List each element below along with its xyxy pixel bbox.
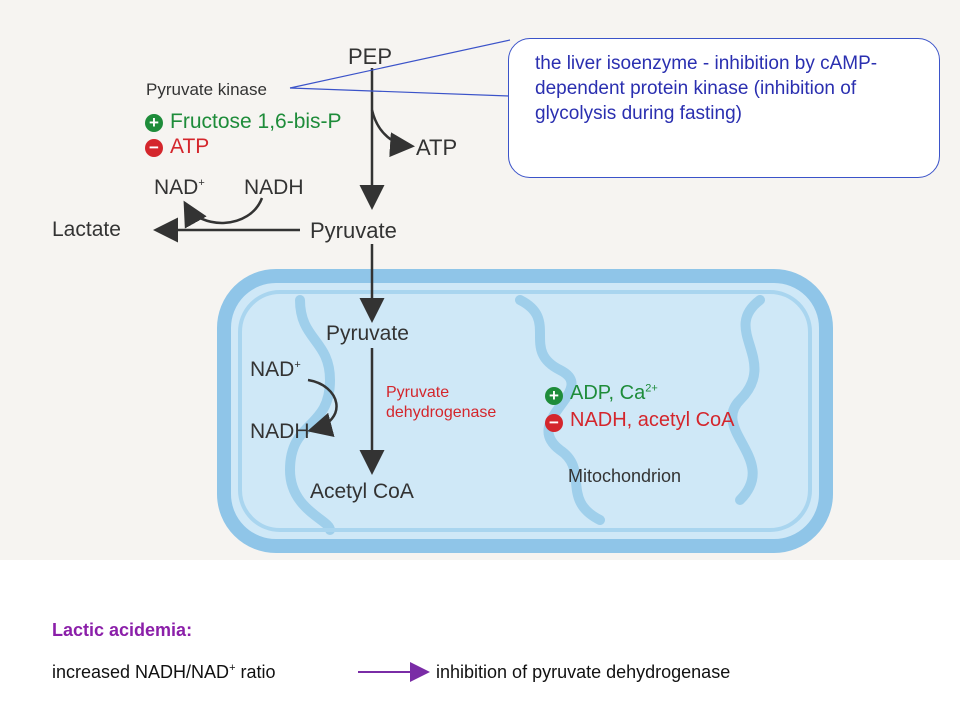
footer-effect-text: inhibition of pyruvate dehydrogenase <box>436 662 731 682</box>
lactic-acidemia-title: Lactic acidemia: <box>52 620 193 640</box>
pyruvate-kinase-label: Pyruvate kinase <box>146 80 267 99</box>
pdh-label-line2: dehydrogenase <box>386 404 497 421</box>
atp-product-label: ATP <box>416 135 458 160</box>
minus-inhibitor-icon: − <box>145 139 163 157</box>
adp-ca-activator-label: ADP, Ca2+ <box>570 382 658 404</box>
arrow-nadh-to-nad-top <box>183 197 264 229</box>
nad-plus-label: NAD+ <box>154 176 205 199</box>
atp-inhibitor-label: ATP <box>170 135 210 158</box>
pyruvate-mito-label: Pyruvate <box>326 322 409 345</box>
callout-pointer-lower <box>289 87 511 97</box>
minus-nadh-icon: − <box>545 414 563 432</box>
nadh-acetylcoa-inhibitor-label: NADH, acetyl CoA <box>570 409 735 431</box>
nadh-top-label: NADH <box>244 176 304 199</box>
callout-pointer-upper <box>289 39 511 89</box>
plus-adp-icon: + <box>545 387 563 405</box>
arrow-atp-branch <box>370 109 415 158</box>
plus-activator-icon: + <box>145 114 163 132</box>
mitochondrion-shape <box>217 269 833 553</box>
lactate-label: Lactate <box>52 218 121 241</box>
arrow-nad-to-nadh-mito <box>307 378 338 437</box>
pep-label: PEP <box>348 44 393 69</box>
acetyl-coa-label: Acetyl CoA <box>310 480 414 503</box>
fructose-activator-label: Fructose 1,6-bis-P <box>170 110 342 133</box>
liver-isoenzyme-callout: the liver isoenzyme - inhibition by cAMP… <box>508 38 940 178</box>
pdh-label-line1: Pyruvate <box>386 384 450 401</box>
pyruvate-cytosol-label: Pyruvate <box>310 218 397 243</box>
nad-mito-label: NAD+ <box>250 358 301 381</box>
nadh-mito-label: NADH <box>250 420 310 443</box>
mitochondrion-label: Mitochondrion <box>568 466 682 486</box>
footer-cause-text: increased NADH/NAD+ ratio <box>52 662 276 682</box>
